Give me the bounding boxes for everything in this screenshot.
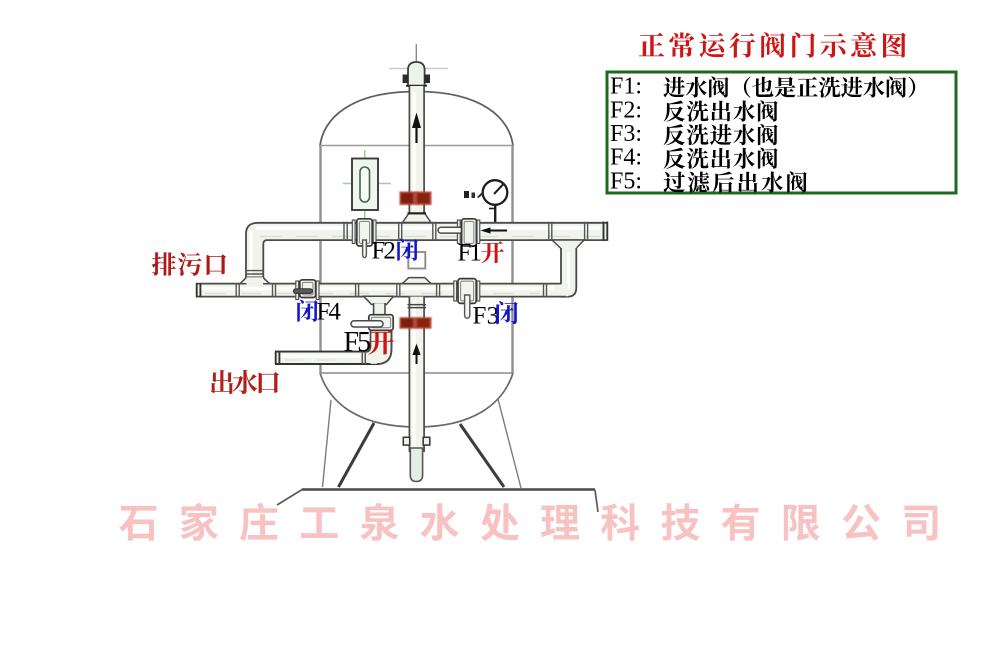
svg-text:F4:: F4: [610, 145, 642, 171]
svg-text:F5: F5 [344, 327, 371, 358]
svg-text:F 3: F 3 [473, 303, 499, 330]
svg-text:F3:: F3: [610, 121, 642, 147]
svg-text:F1:: F1: [610, 74, 642, 100]
svg-text:F5:: F5: [610, 168, 642, 194]
svg-text:F2: F2 [372, 238, 396, 265]
svg-text:F4: F4 [317, 299, 342, 326]
svg-text:F2:: F2: [610, 97, 642, 123]
svg-text:F1: F1 [458, 240, 481, 267]
